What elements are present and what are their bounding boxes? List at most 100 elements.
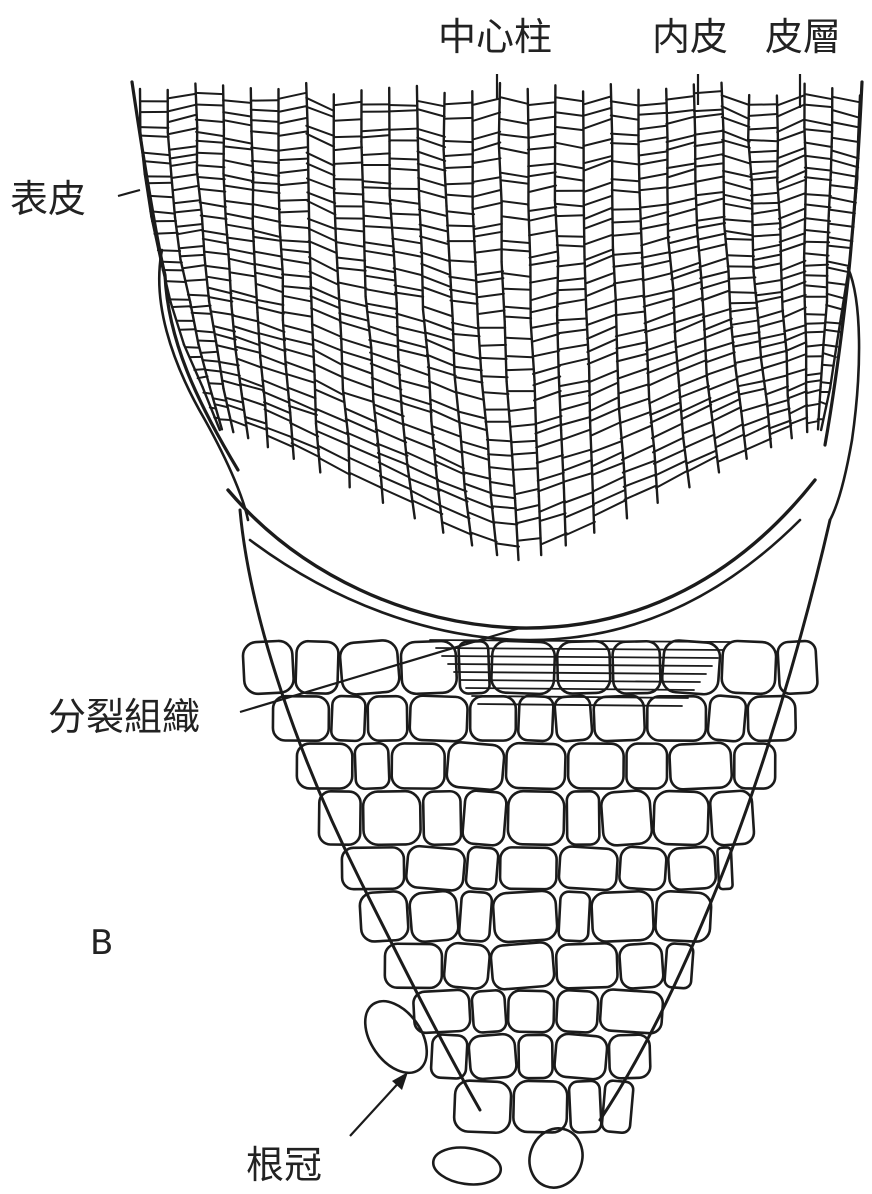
transverse-cell-wall (806, 323, 825, 324)
transverse-cell-wall (391, 214, 419, 215)
transverse-cell-wall (667, 142, 695, 150)
cap-cell (359, 891, 409, 943)
meristem-cell-wall (442, 656, 718, 658)
longitudinal-cell-wall (667, 188, 668, 238)
transverse-cell-wall (805, 204, 831, 207)
transverse-cell-wall (564, 460, 592, 471)
transverse-cell-wall (213, 326, 235, 332)
cap-cell (506, 743, 566, 790)
transverse-cell-wall (225, 175, 252, 181)
transverse-cell-wall (208, 288, 231, 294)
transverse-cell-wall (428, 367, 456, 376)
transverse-cell-wall (369, 326, 398, 336)
cap-cell (653, 791, 709, 846)
transverse-cell-wall (141, 127, 168, 128)
transverse-cell-wall (529, 230, 557, 235)
transverse-cell-wall (469, 513, 495, 524)
transverse-cell-wall (198, 177, 225, 179)
transverse-cell-wall (482, 376, 508, 377)
transverse-cell-wall (491, 482, 515, 486)
transverse-cell-wall (418, 164, 446, 171)
transverse-cell-wall (695, 154, 723, 159)
longitudinal-cell-wall (308, 132, 309, 181)
transverse-cell-wall (611, 115, 639, 119)
longitudinal-cell-wall (713, 424, 719, 473)
label-stele: 中心柱 (438, 15, 552, 59)
transverse-cell-wall (777, 119, 805, 132)
transverse-cell-wall (832, 160, 859, 168)
transverse-cell-wall (611, 161, 639, 165)
transverse-cell-wall (531, 292, 558, 300)
transverse-cell-wall (280, 225, 308, 228)
longitudinal-cell-wall (280, 228, 283, 274)
transverse-cell-wall (737, 369, 763, 377)
cap-cell (331, 696, 366, 742)
transverse-cell-wall (826, 305, 844, 310)
transverse-cell-wall (422, 276, 450, 287)
transverse-cell-wall (640, 204, 668, 207)
cap-cell (554, 695, 593, 742)
transverse-cell-wall (466, 484, 492, 493)
transverse-cell-wall (512, 453, 536, 455)
transverse-cell-wall (252, 161, 280, 163)
transverse-cell-wall (677, 350, 706, 361)
transverse-cell-wall (560, 381, 588, 386)
transverse-cell-wall (165, 281, 185, 282)
transverse-cell-wall (472, 112, 500, 121)
transverse-cell-wall (559, 345, 587, 350)
transverse-cell-wall (724, 195, 751, 201)
longitudinal-cell-wall (236, 350, 242, 394)
transverse-cell-wall (363, 181, 391, 184)
transverse-cell-wall (418, 178, 446, 186)
transverse-cell-wall (364, 216, 392, 219)
transverse-cell-wall (651, 409, 681, 423)
transverse-cell-wall (445, 103, 473, 105)
transverse-cell-wall (254, 230, 281, 237)
transverse-cell-wall (396, 314, 424, 322)
transverse-cell-wall (334, 163, 362, 164)
transverse-cell-wall (398, 349, 427, 356)
transverse-cell-wall (234, 316, 259, 322)
transverse-cell-wall (532, 334, 559, 342)
transverse-cell-wall (412, 500, 442, 514)
transverse-cell-wall (500, 119, 528, 124)
transverse-cell-wall (618, 384, 648, 393)
transverse-cell-wall (336, 242, 364, 247)
transverse-cell-wall (528, 186, 556, 193)
cap-cell (470, 696, 516, 740)
transverse-cell-wall (282, 259, 310, 264)
transverse-cell-wall (421, 252, 449, 261)
transverse-cell-wall (806, 314, 826, 315)
transverse-cell-wall (196, 105, 224, 106)
transverse-cell-wall (310, 272, 338, 285)
transverse-cell-wall (528, 102, 556, 105)
transverse-cell-wall (506, 338, 532, 339)
transverse-cell-wall (453, 334, 480, 336)
transverse-cell-wall (805, 168, 832, 171)
transverse-cell-wall (389, 105, 417, 106)
transverse-cell-wall (560, 359, 588, 366)
transverse-cell-wall (284, 312, 312, 317)
transverse-cell-wall (362, 153, 390, 155)
transverse-cell-wall (830, 210, 855, 214)
transverse-cell-wall (650, 403, 680, 415)
transverse-cell-wall (646, 341, 675, 351)
transverse-cell-wall (445, 154, 473, 156)
transverse-cell-wall (741, 404, 766, 412)
transverse-cell-wall (335, 193, 363, 195)
transverse-cell-wall (223, 112, 251, 116)
transverse-cell-wall (618, 369, 647, 379)
label-cortex: 皮層 (765, 15, 841, 59)
transverse-cell-wall (489, 467, 513, 470)
transverse-cell-wall (350, 473, 381, 488)
transverse-cell-wall (825, 330, 840, 332)
cap-cell (619, 846, 667, 890)
transverse-cell-wall (291, 438, 319, 450)
transverse-cell-wall (334, 136, 362, 137)
transverse-cell-wall (669, 209, 697, 217)
transverse-cell-wall (558, 278, 586, 281)
transverse-cell-wall (308, 219, 336, 230)
cap-cell (500, 847, 557, 889)
transverse-cell-wall (736, 357, 762, 363)
transverse-cell-wall (449, 277, 476, 281)
